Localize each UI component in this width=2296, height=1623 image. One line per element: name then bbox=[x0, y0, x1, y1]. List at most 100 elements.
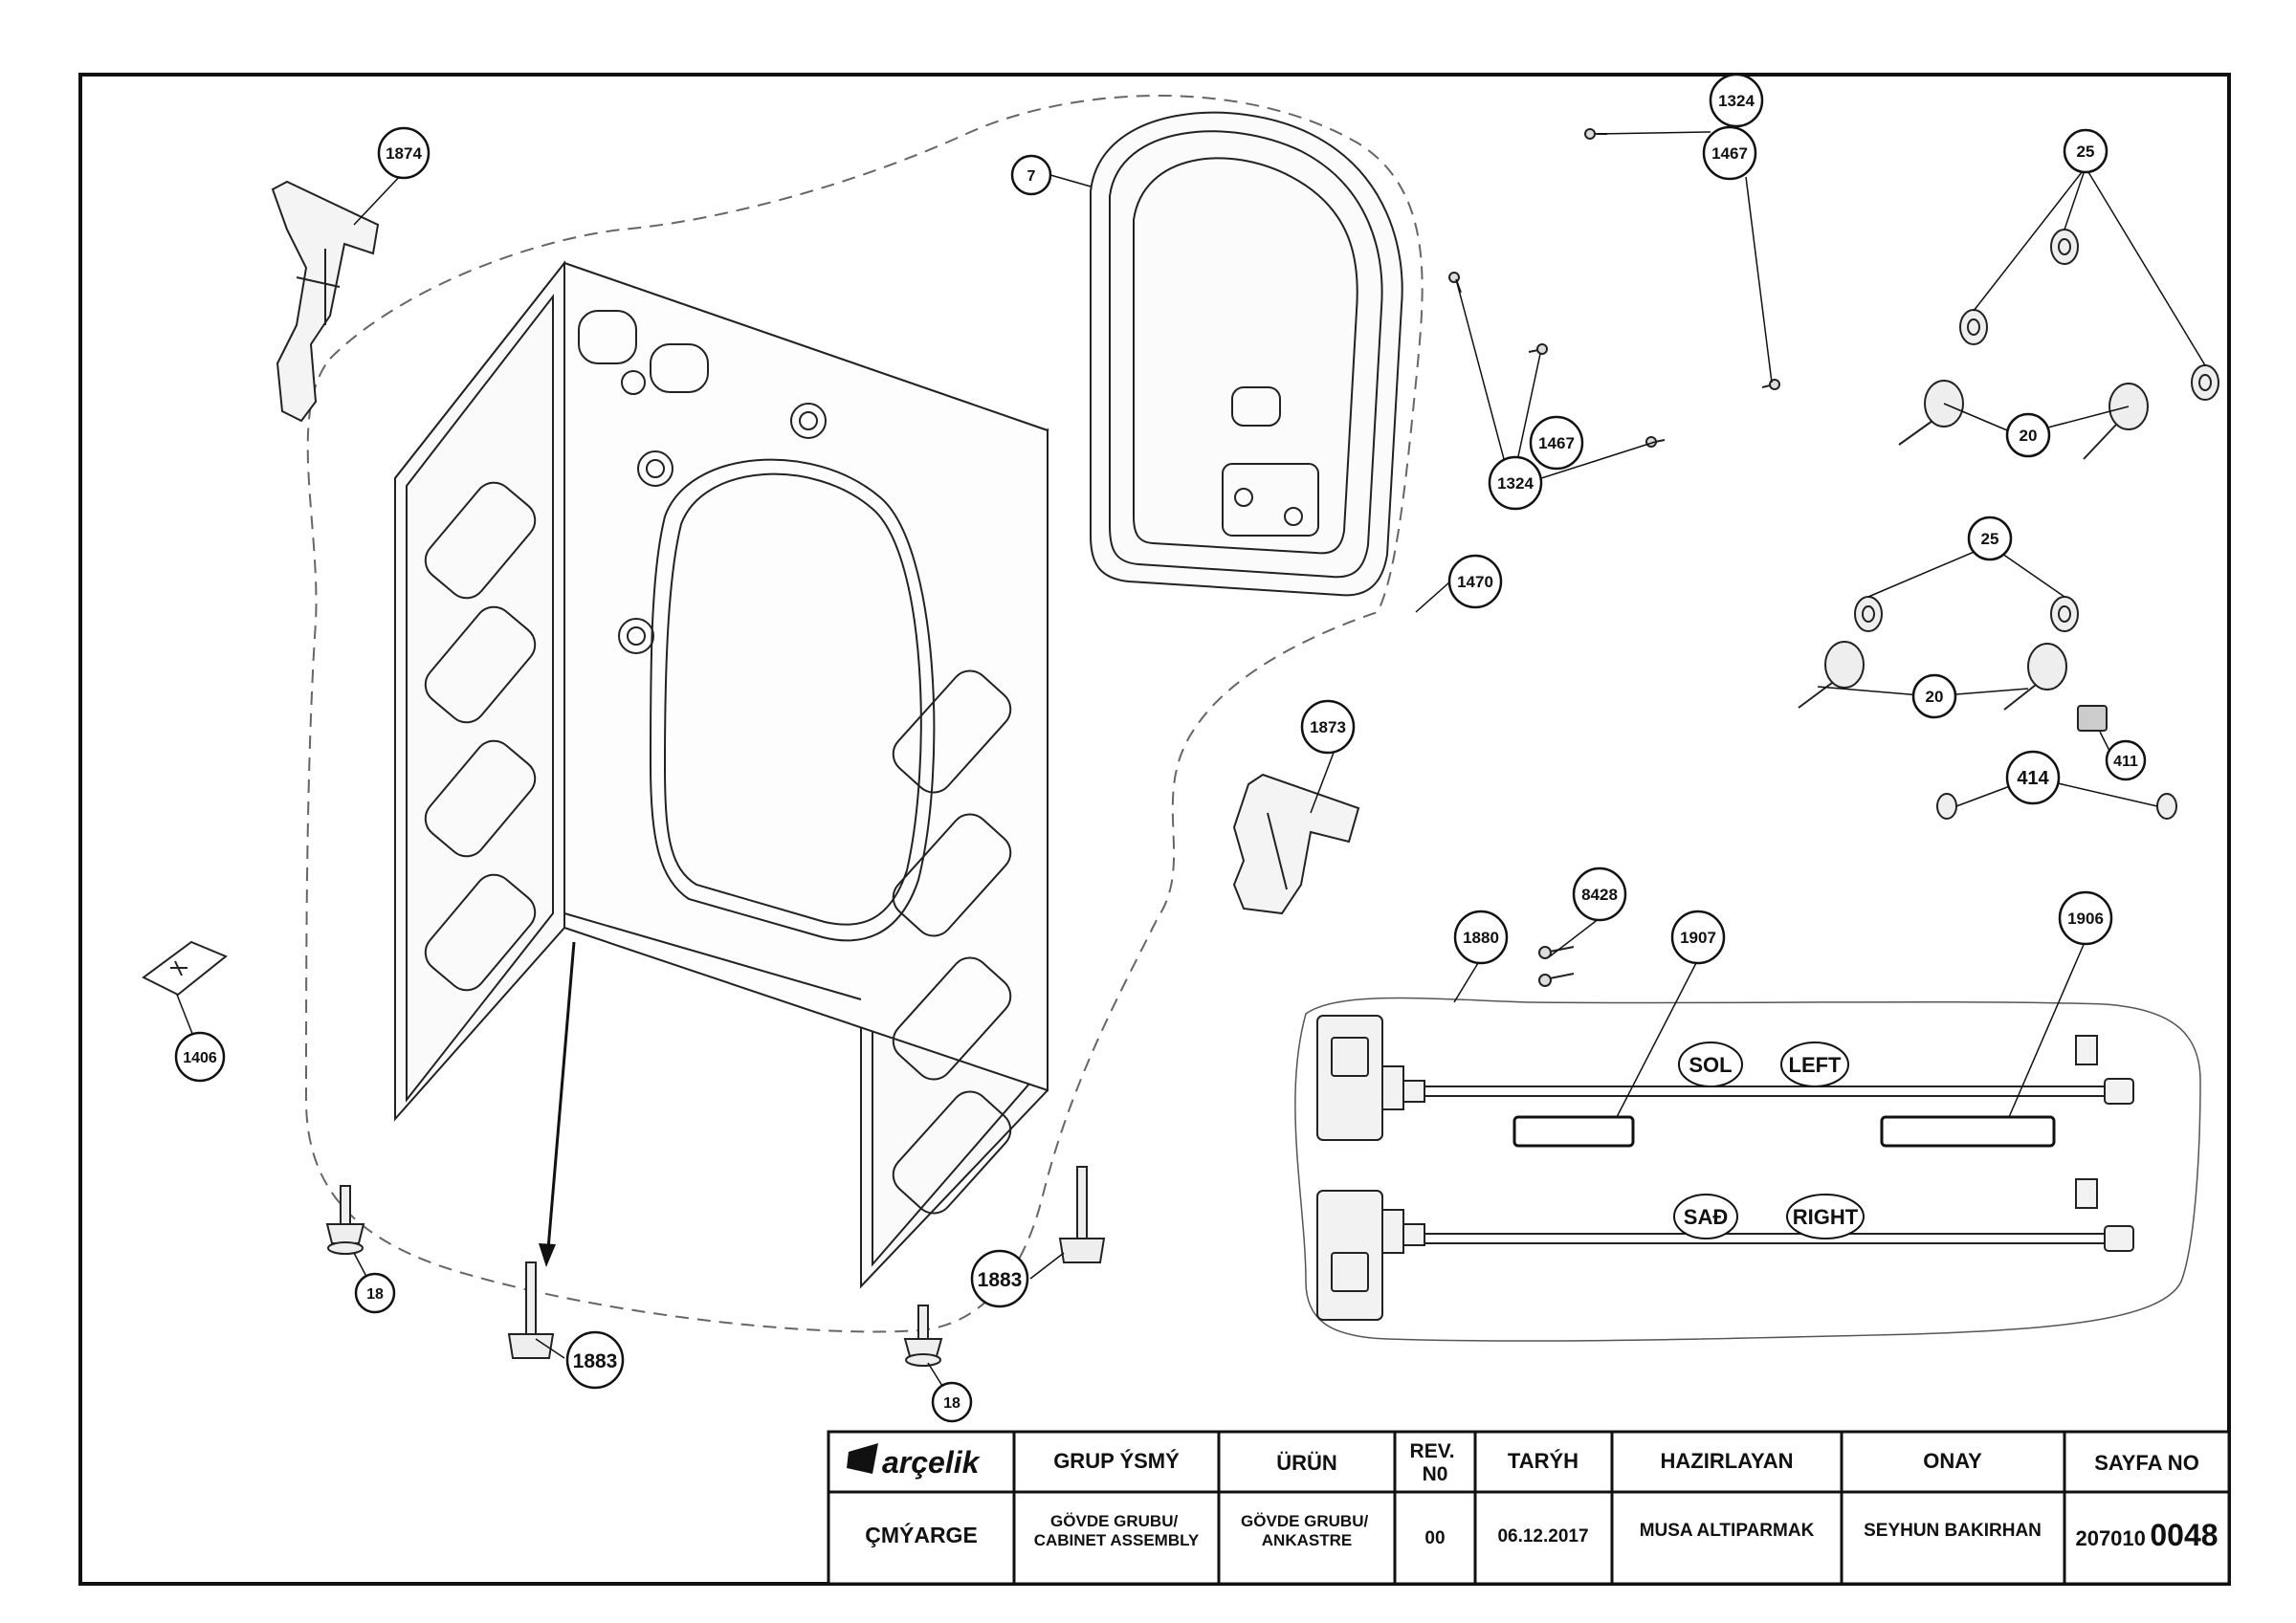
svg-text:1467: 1467 bbox=[1538, 434, 1575, 452]
screws-8428 bbox=[1538, 946, 1575, 987]
svg-text:SAĐ: SAĐ bbox=[1684, 1205, 1728, 1229]
hinge-label-right: RIGHT bbox=[1786, 1194, 1865, 1239]
hinge-assembly-left bbox=[1316, 1015, 2134, 1141]
svg-text:25: 25 bbox=[2077, 143, 2095, 161]
bumper-parts-25 bbox=[1854, 229, 2219, 632]
callout-1883-right: 1883 bbox=[970, 1249, 1029, 1308]
svg-text:1467: 1467 bbox=[1711, 144, 1748, 163]
hinge-label-left: LEFT bbox=[1780, 1042, 1849, 1087]
svg-text:1324: 1324 bbox=[1497, 474, 1534, 493]
svg-text:25: 25 bbox=[1981, 530, 1999, 548]
value-product-line2: ANKASTRE bbox=[1262, 1531, 1352, 1549]
value-group-line1: GÖVDE GRUBU/ bbox=[1050, 1512, 1178, 1530]
value-page-no: 207010 0048 bbox=[2075, 1518, 2218, 1552]
header-rev-line2: N0 bbox=[1423, 1463, 1448, 1485]
svg-text:18: 18 bbox=[943, 1395, 960, 1412]
hinge-assembly-right bbox=[1316, 1178, 2134, 1321]
callout-7: 7 bbox=[1010, 154, 1052, 196]
svg-text:1883: 1883 bbox=[573, 1350, 618, 1372]
callout-1467-top: 1467 bbox=[1702, 125, 1757, 181]
svg-text:1880: 1880 bbox=[1463, 929, 1499, 947]
header-group-name: GRUP ÝSMÝ bbox=[1053, 1449, 1180, 1473]
callout-1880: 1880 bbox=[1453, 910, 1509, 965]
assembly-dashed-outline bbox=[304, 95, 1424, 1333]
svg-text:20: 20 bbox=[1926, 688, 1944, 706]
callout-411: 411 bbox=[2105, 739, 2147, 781]
svg-text:8428: 8428 bbox=[1581, 886, 1618, 904]
brand-logo: arçelik bbox=[847, 1443, 982, 1480]
svg-text:1406: 1406 bbox=[183, 1050, 217, 1066]
label-plate-1406 bbox=[142, 940, 228, 997]
callout-8428: 8428 bbox=[1572, 866, 1627, 922]
callout-1873: 1873 bbox=[1300, 699, 1356, 755]
callout-414: 414 bbox=[2005, 750, 2061, 805]
hinge-label-sol: SOL bbox=[1678, 1042, 1743, 1087]
svg-text:arçelik: arçelik bbox=[882, 1445, 982, 1480]
value-date: 06.12.2017 bbox=[1497, 1526, 1588, 1546]
leveling-foot-1883b bbox=[1058, 1166, 1106, 1263]
callout-1406: 1406 bbox=[174, 1031, 226, 1083]
hinge-bracket-1873 bbox=[1232, 773, 1360, 915]
callout-20-mid: 20 bbox=[1911, 673, 1957, 719]
value-page-no-prefix: 207010 bbox=[2075, 1526, 2145, 1550]
header-rev-no: REV. N0 bbox=[1410, 1440, 1461, 1485]
label-box-1906 bbox=[1880, 1115, 2056, 1148]
svg-text:1874: 1874 bbox=[386, 144, 422, 163]
callout-1470: 1470 bbox=[1447, 554, 1503, 609]
svg-text:1907: 1907 bbox=[1680, 929, 1716, 947]
value-group-line2: CABINET ASSEMBLY bbox=[1034, 1531, 1200, 1549]
header-prepared-by: HAZIRLAYAN bbox=[1661, 1449, 1794, 1473]
value-rev-no: 00 bbox=[1424, 1528, 1445, 1548]
header-rev-line1: REV. bbox=[1410, 1440, 1455, 1462]
svg-text:1324: 1324 bbox=[1718, 92, 1755, 110]
callout-18-left: 18 bbox=[354, 1272, 396, 1314]
hinge-bracket-1874 bbox=[271, 180, 380, 423]
plugs-414 bbox=[1936, 793, 2177, 820]
header-date: TARÝH bbox=[1508, 1449, 1578, 1473]
svg-text:LEFT: LEFT bbox=[1789, 1053, 1843, 1077]
arrow-head-icon bbox=[539, 1243, 556, 1267]
callout-1324-mid: 1324 bbox=[1488, 455, 1543, 511]
svg-text:1873: 1873 bbox=[1310, 718, 1346, 736]
svg-text:1470: 1470 bbox=[1457, 573, 1493, 591]
callout-20-top: 20 bbox=[2005, 412, 2051, 458]
hinge-kit-cloud bbox=[1294, 997, 2201, 1342]
value-page-no-suffix: 0048 bbox=[2150, 1518, 2218, 1552]
hinge-label-sad: SAĐ bbox=[1673, 1194, 1738, 1239]
value-product: GÖVDE GRUBU/ ANKASTRE bbox=[1241, 1512, 1373, 1549]
leveling-foot-1883a bbox=[507, 1261, 555, 1359]
callout-18-right: 18 bbox=[931, 1381, 973, 1423]
svg-text:20: 20 bbox=[2020, 427, 2038, 445]
svg-text:7: 7 bbox=[1027, 168, 1036, 185]
callout-1467-mid: 1467 bbox=[1529, 415, 1584, 471]
svg-text:SOL: SOL bbox=[1689, 1053, 1732, 1077]
value-prepared-by: MUSA ALTIPARMAK bbox=[1640, 1521, 1815, 1541]
svg-text:411: 411 bbox=[2113, 754, 2138, 770]
value-group-name: GÖVDE GRUBU/ CABINET ASSEMBLY bbox=[1034, 1512, 1200, 1549]
callout-1324-top: 1324 bbox=[1709, 73, 1764, 128]
label-box-1907 bbox=[1512, 1115, 1635, 1148]
header-product: ÜRÜN bbox=[1276, 1451, 1337, 1475]
svg-text:18: 18 bbox=[366, 1286, 384, 1303]
foot-part-18a bbox=[325, 1185, 365, 1255]
value-approval: SEYHUN BAKIRHAN bbox=[1864, 1521, 2042, 1541]
callout-1907: 1907 bbox=[1670, 910, 1726, 965]
door-frame-part bbox=[1090, 111, 1403, 597]
brand-side-label: ÇMÝARGE bbox=[865, 1522, 978, 1547]
callout-1883-left: 1883 bbox=[565, 1330, 625, 1390]
value-product-line1: GÖVDE GRUBU/ bbox=[1241, 1512, 1368, 1530]
callout-1874: 1874 bbox=[377, 126, 430, 180]
svg-text:414: 414 bbox=[2017, 768, 2049, 789]
svg-text:1883: 1883 bbox=[978, 1269, 1023, 1291]
callout-25-top: 25 bbox=[2063, 128, 2108, 174]
header-approval: ONAY bbox=[1923, 1449, 1982, 1473]
callout-25-mid: 25 bbox=[1967, 515, 2013, 561]
title-block bbox=[827, 1430, 2231, 1586]
assembly-arrow bbox=[545, 941, 576, 1261]
foot-part-18b bbox=[903, 1305, 943, 1367]
arcelik-logo-icon bbox=[847, 1443, 878, 1474]
header-page-no: SAYFA NO bbox=[2094, 1451, 2199, 1475]
clip-part-411 bbox=[2077, 705, 2108, 732]
callout-1906: 1906 bbox=[2058, 890, 2113, 946]
svg-text:RIGHT: RIGHT bbox=[1793, 1205, 1859, 1229]
